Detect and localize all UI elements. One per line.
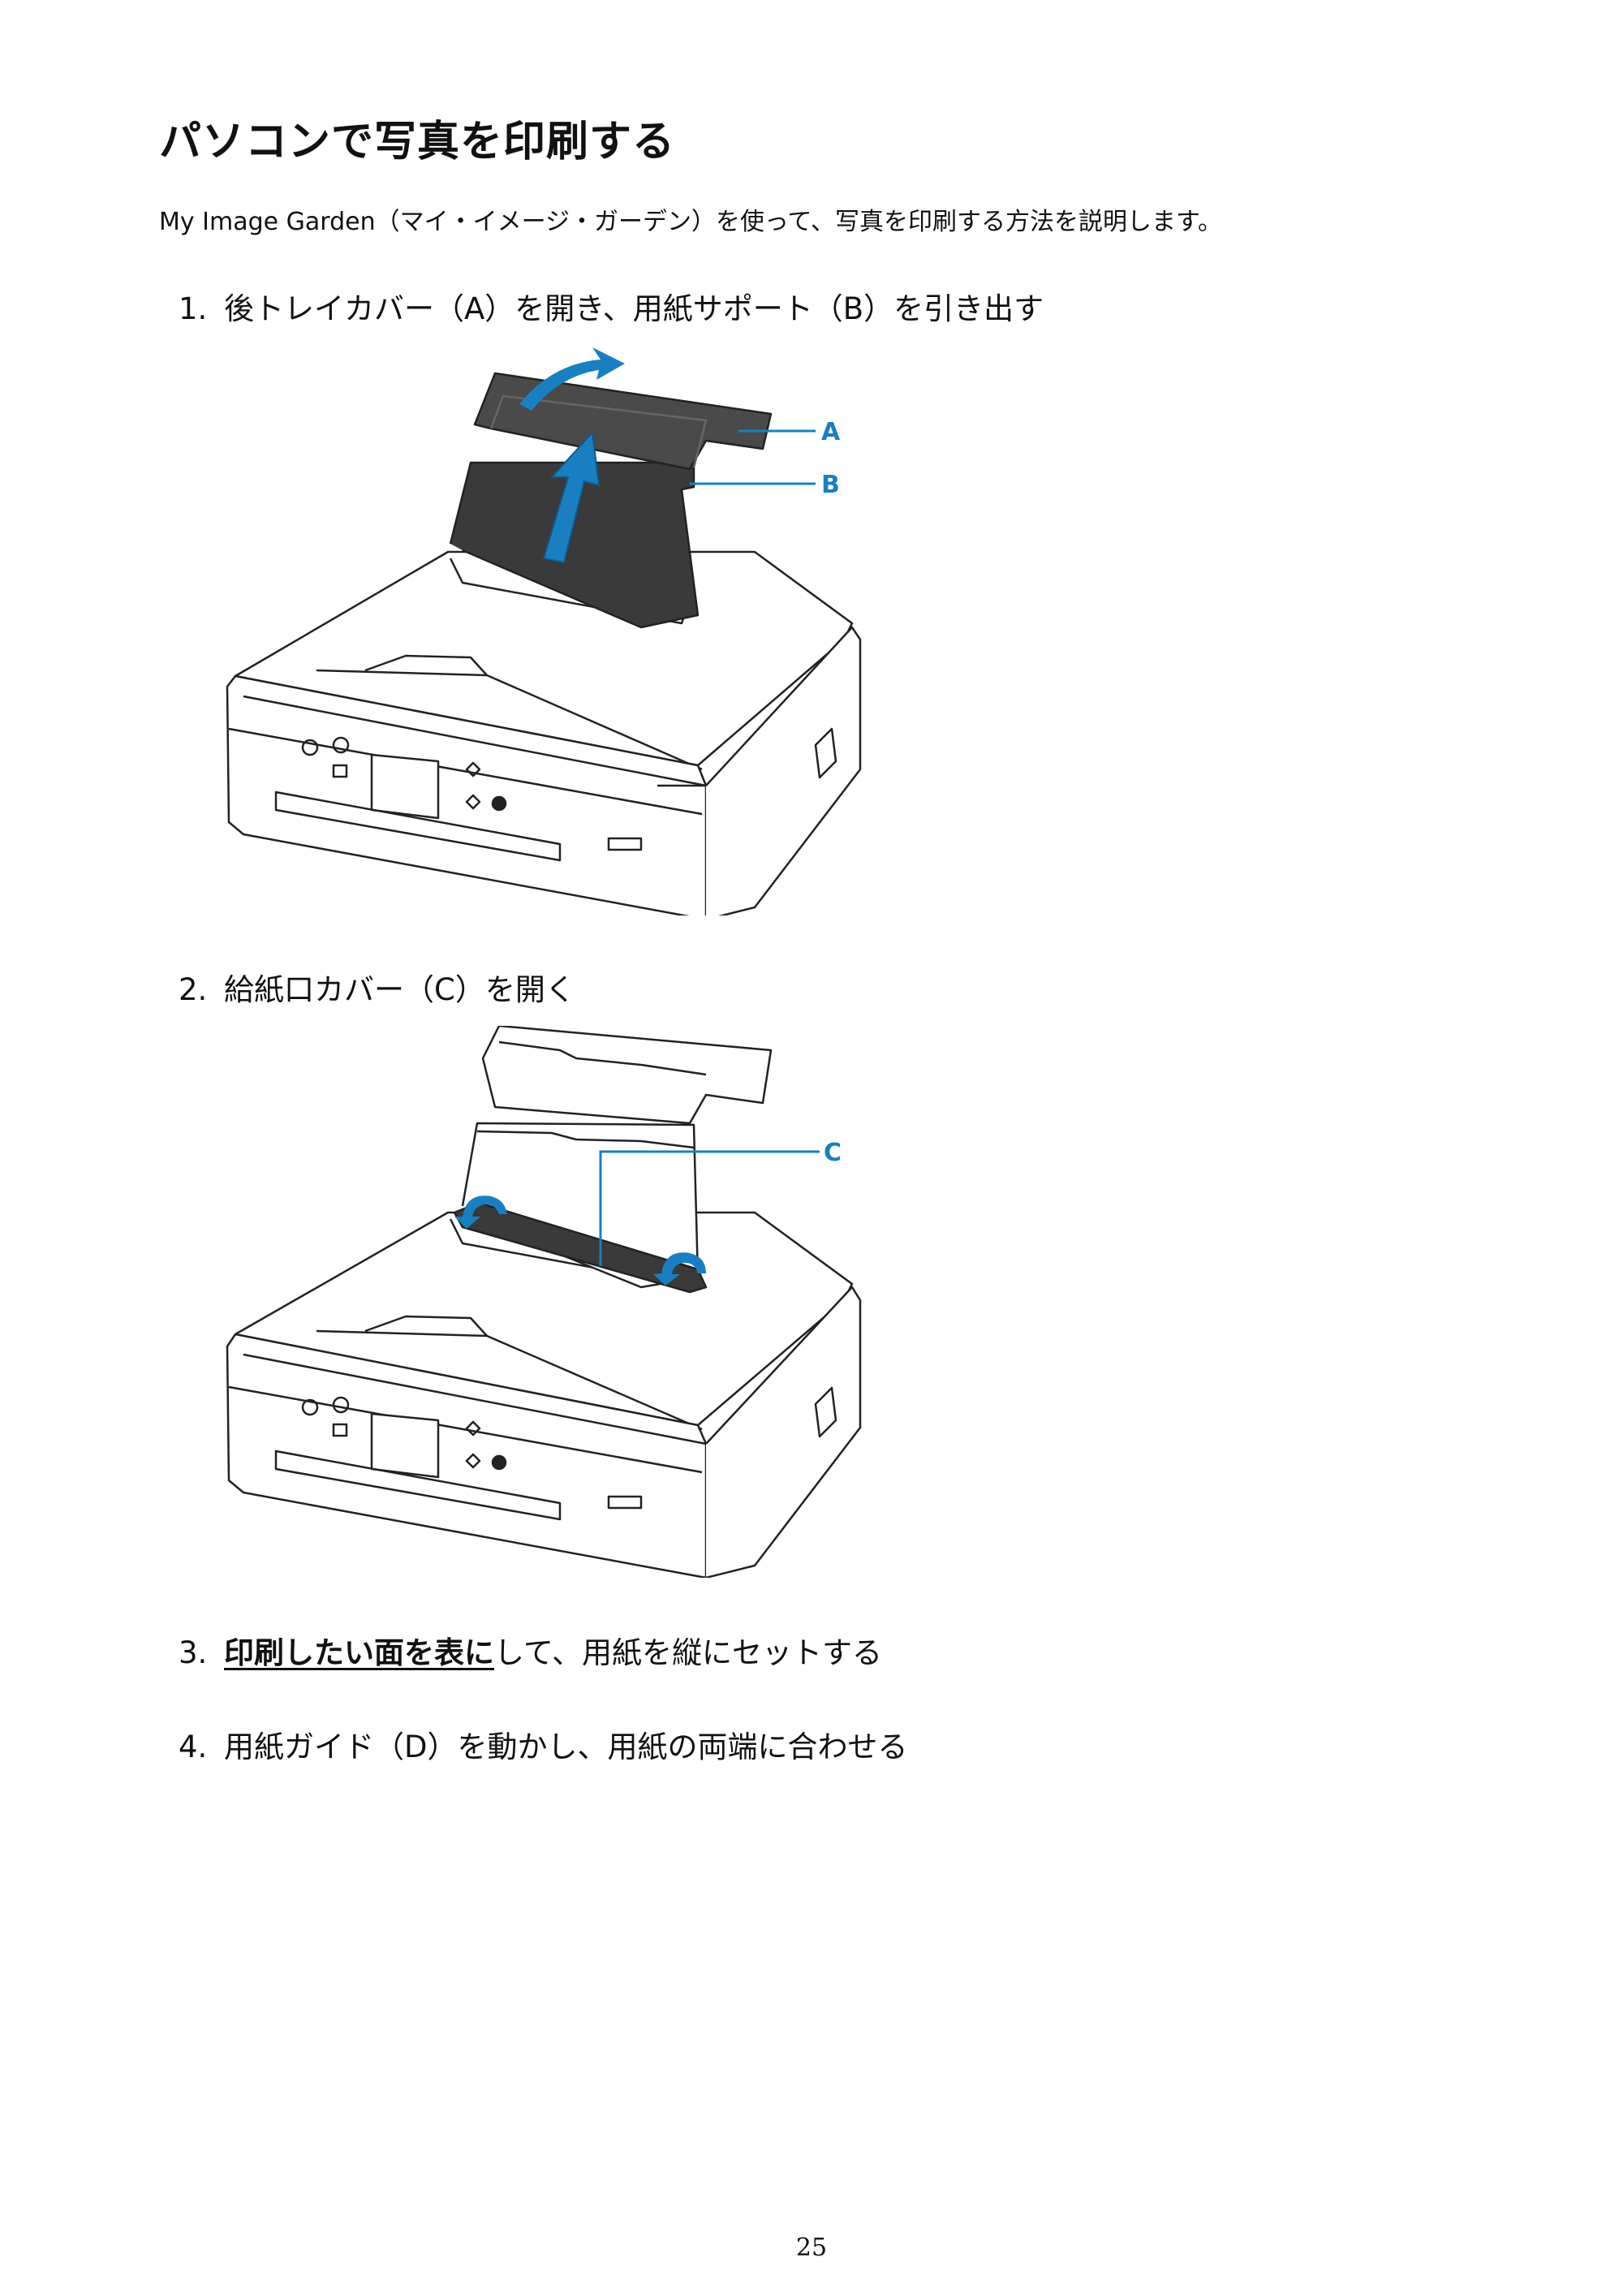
step-2: 2. 給紙口カバー（C）を開く bbox=[179, 968, 575, 1012]
printer-figure-2: C bbox=[226, 1026, 862, 1578]
printer-figure-1: A B bbox=[226, 347, 862, 915]
printer-side-panel bbox=[705, 626, 862, 915]
step-3: 3. 印刷したい面を表にして、用紙を縦にセットする bbox=[179, 1631, 882, 1675]
intro-text: My Image Garden（マイ・イメージ・ガーデン）を使って、写真を印刷す… bbox=[159, 208, 1223, 236]
rotate-arrow-right-icon bbox=[653, 1252, 706, 1286]
step-1-number: 1. bbox=[179, 291, 208, 326]
paper-support bbox=[449, 461, 700, 629]
step-4: 4. 用紙ガイド（D）を動かし、用紙の両端に合わせる bbox=[179, 1725, 908, 1769]
page-title: パソコンで写真を印刷する bbox=[159, 118, 676, 166]
callout-b: B bbox=[821, 471, 840, 499]
rotate-arrow-left-icon bbox=[454, 1195, 507, 1229]
step-4-text: 用紙ガイド（D）を動かし、用紙の両端に合わせる bbox=[224, 1730, 908, 1764]
step-1: 1. 後トレイカバー（A）を開き、用紙サポート（B）を引き出す bbox=[179, 287, 1044, 331]
rear-tray-cover bbox=[473, 372, 773, 471]
open-arrow-icon bbox=[519, 347, 625, 411]
step-2-text: 給紙口カバー（C）を開く bbox=[224, 972, 575, 1007]
callout-a: A bbox=[821, 418, 841, 446]
step-3-link[interactable]: 印刷したい面を表に bbox=[224, 1635, 494, 1670]
paper-support bbox=[461, 1122, 700, 1289]
rear-tray-cover bbox=[481, 1026, 773, 1125]
callout-c: C bbox=[824, 1139, 842, 1167]
page-number: 25 bbox=[795, 2234, 828, 2262]
step-3-number: 3. bbox=[179, 1635, 208, 1670]
step-3-text: して、用紙を縦にセットする bbox=[494, 1635, 883, 1670]
step-2-number: 2. bbox=[179, 972, 208, 1007]
pull-up-arrow-icon bbox=[542, 430, 601, 564]
step-4-number: 4. bbox=[179, 1730, 208, 1764]
printer-touch-screen bbox=[370, 753, 440, 820]
step-1-text: 後トレイカバー（A）を開き、用紙サポート（B）を引き出す bbox=[224, 291, 1044, 326]
